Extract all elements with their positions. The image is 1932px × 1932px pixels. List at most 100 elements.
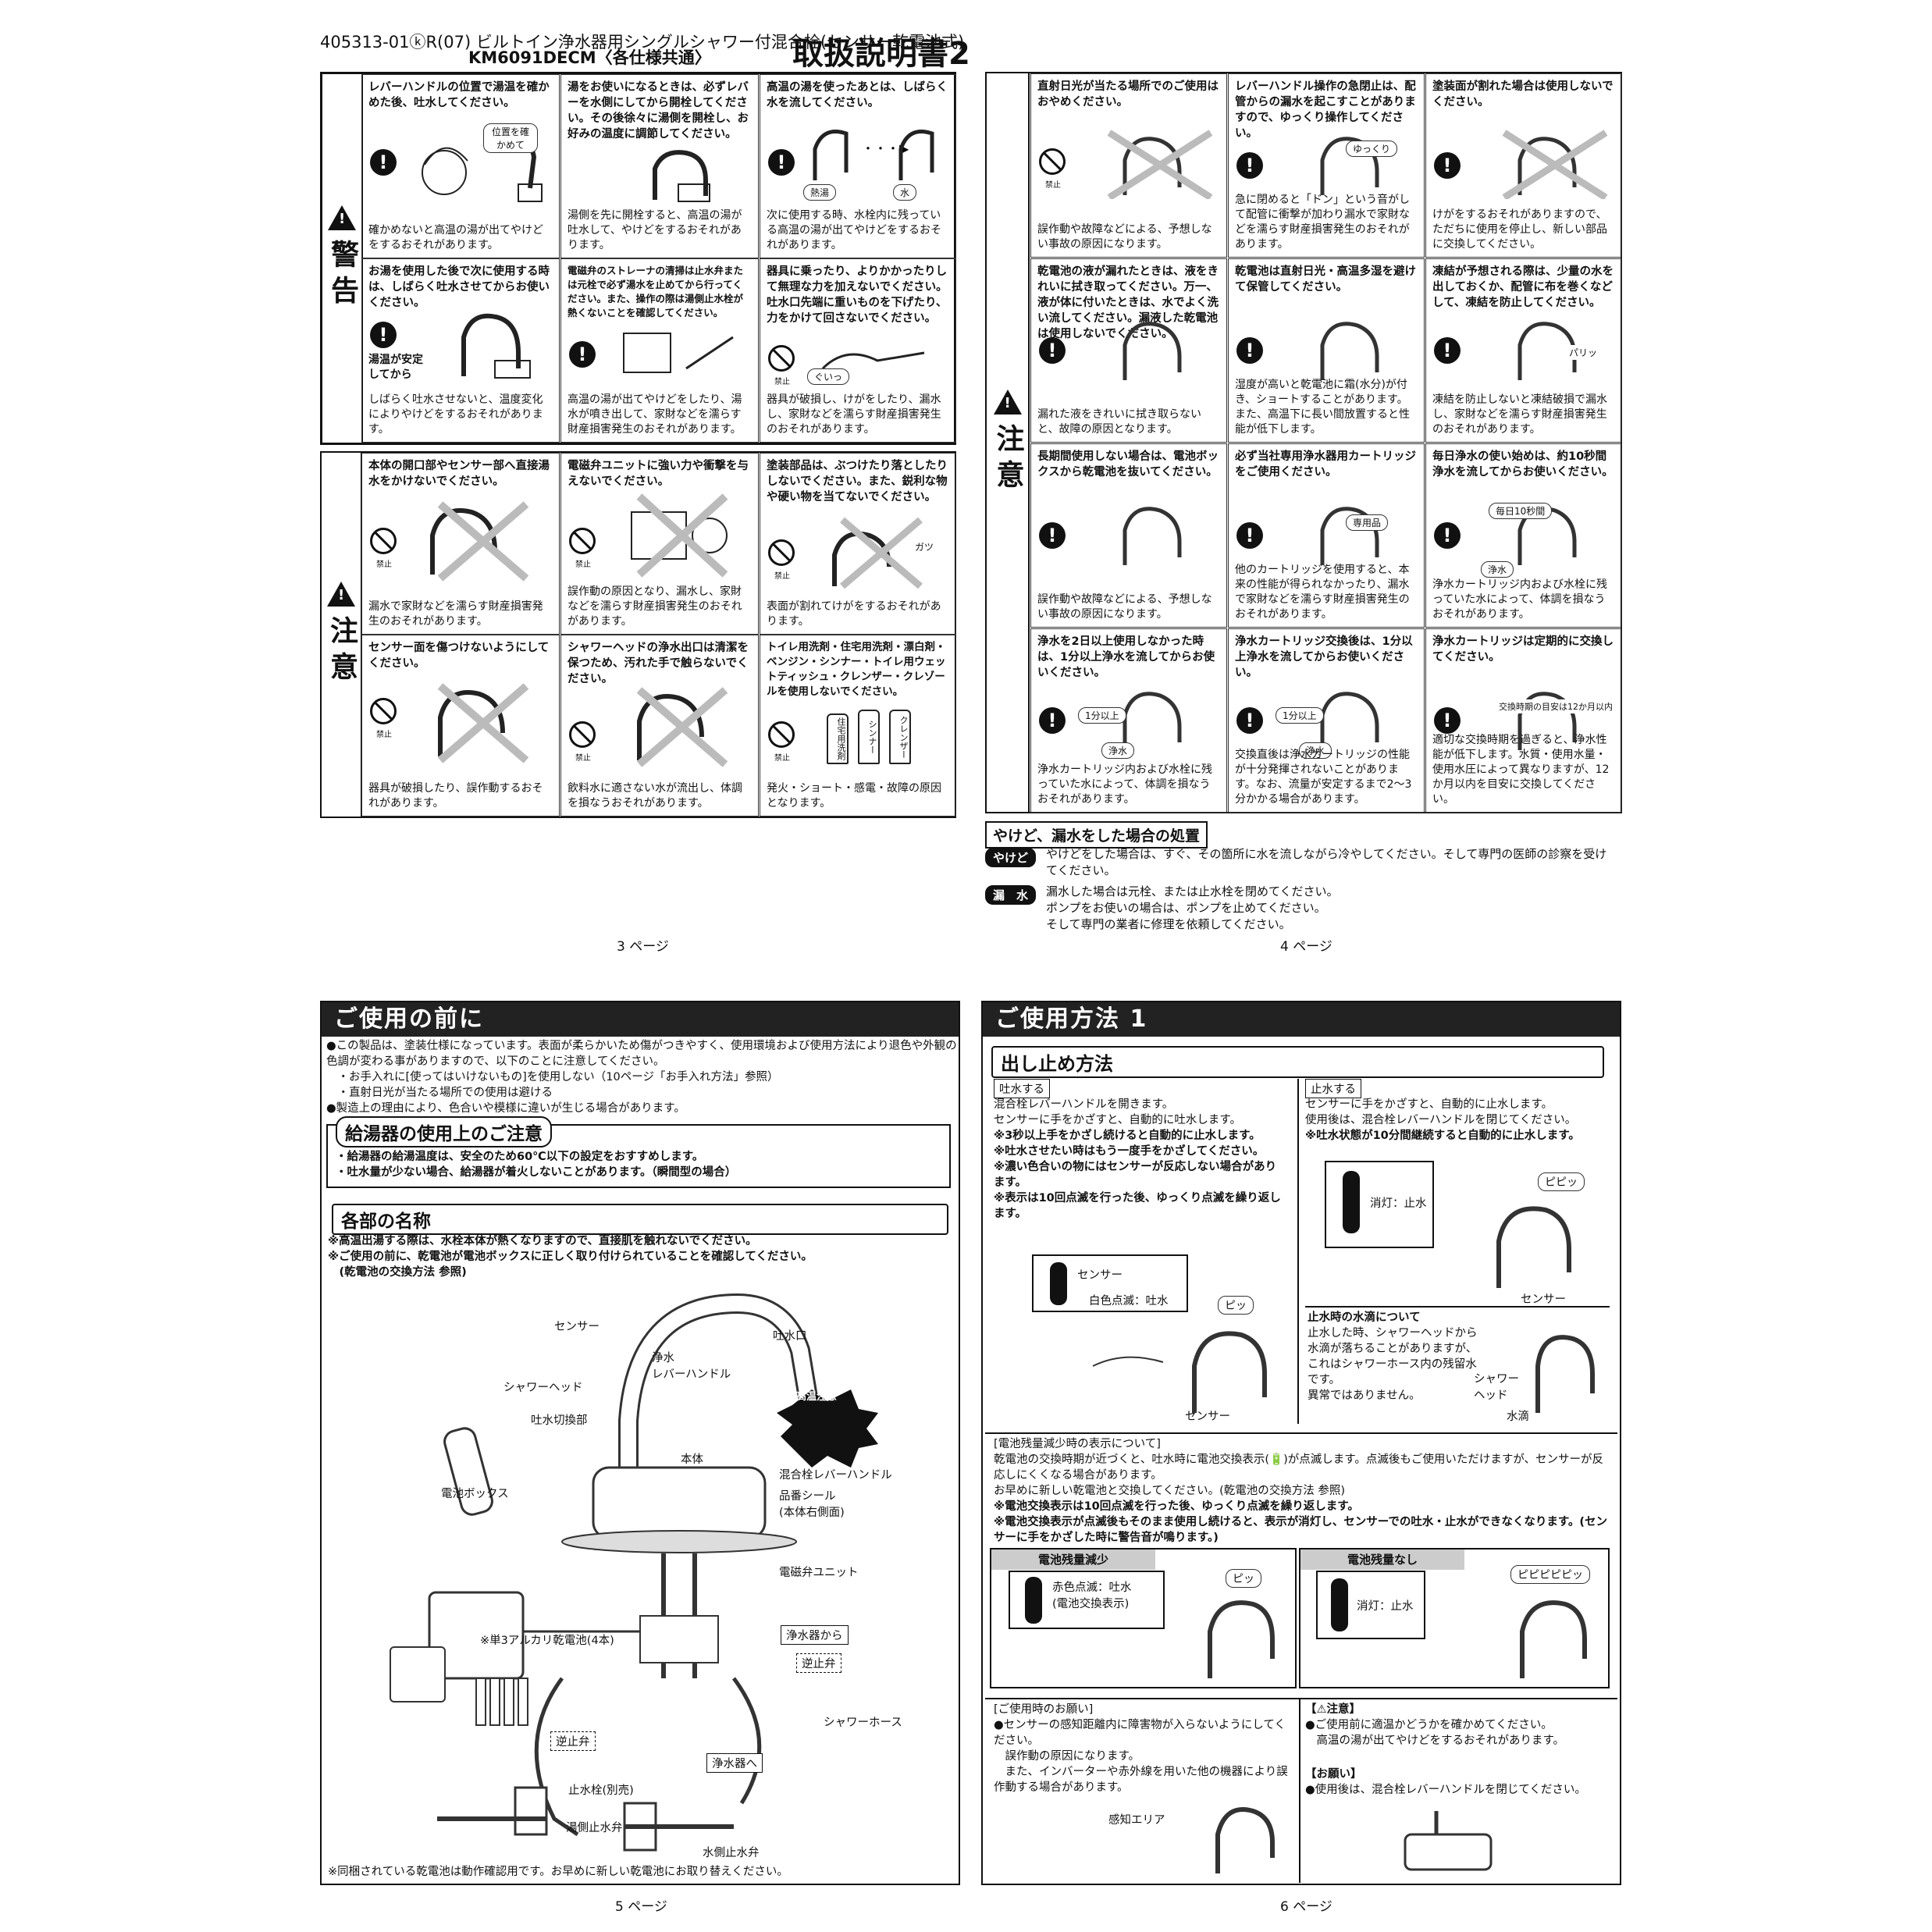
p4-caution-cell-11: 浄水カートリッジ交換後は、1分以上浄水を流してからお使いください。!1分以上浄水…	[1228, 628, 1425, 813]
column-divider	[1297, 1079, 1299, 1424]
request-text-2: ●使用後は、混合栓レバーハンドルを閉じてください。	[1305, 1784, 1586, 1796]
battery-low-panel	[990, 1548, 1297, 1688]
label-battery: ※単3アルカリ乾電池(4本)	[480, 1635, 614, 1647]
cell-title: 乾電池は直射日光・高温多湿を避けて保管してください。	[1235, 265, 1416, 294]
cell-illustration	[1320, 322, 1379, 380]
cell-title: 浄水カートリッジは定期的に交換してください。	[1432, 635, 1614, 664]
crossed-valve-illustration	[631, 493, 728, 578]
prohibited-icon	[569, 721, 596, 748]
p3-warning-cell-6: 器具に乗ったり、よりかかったりして無理な力を加えないでください。吐水口先端に重い…	[760, 258, 956, 443]
cell-body: 浄水カートリッジ内および水栓に残っていた水によって、体調を損なうおそれがあります…	[1432, 578, 1607, 621]
request-text: ●センサーの感知距離内に障害物が入らないようにしてください。 誤作動の原因になり…	[994, 1719, 1288, 1794]
cell-title: 直射日光が当たる場所でのご使用はおやめください。	[1037, 80, 1219, 109]
exclamation-icon: !	[1236, 337, 1263, 364]
red-blink-label: 赤色点滅：吐水 (電池交換表示)	[1052, 1582, 1132, 1610]
cell-mid-text: 湯温が安定してから	[368, 354, 423, 381]
label-body: 本体	[681, 1453, 703, 1466]
detection-area-label: 感知エリア	[1108, 1814, 1165, 1827]
cell-title: 塗装面が割れた場合は使用しないでください。	[1432, 80, 1614, 109]
exclamation-icon: !	[1236, 152, 1263, 179]
cell-tag: 1分以上	[1276, 707, 1324, 724]
cell-body: しばらく吐水させないと、温度変化によりやけどをするおそれがあります。	[368, 393, 543, 436]
p4-caution-cell-3: 塗装面が割れた場合は使用しないでください。!けがをするおそれがありますので、ただ…	[1425, 73, 1622, 258]
leak-text: 漏水した場合は元栓、または止水栓を閉めてください。 ポンプをお使いの場合は、ポン…	[1046, 884, 1339, 931]
cell-title: トイレ用洗剤・住宅用洗剤・漂白剤・ベンジン・シンナー・トイレ用ウェットティッシュ…	[767, 641, 946, 698]
valve-unit-illustration	[623, 333, 734, 373]
stop-heading: 止水する	[1305, 1079, 1361, 1098]
crossed-faucet-illustration	[430, 501, 529, 582]
label-sensor: センサー	[554, 1321, 600, 1333]
exclamation-icon: !	[1039, 522, 1066, 549]
p3-warning-cell-1: レバーハンドルの位置で湯温を確かめた後、吐水してください。 ! 位置を確かめて …	[361, 74, 560, 258]
cell-title: 毎日浄水の使い始めは、約10秒間浄水を流してからお使いください。	[1432, 450, 1614, 479]
battery-notes: ※電池交換表示は10回点滅を行った後、ゆっくり点滅を繰り返します。 ※電池交換表…	[994, 1500, 1608, 1544]
prohibited-icon	[768, 539, 795, 566]
low-pi-tag: ピッ	[1226, 1569, 1261, 1588]
p3-caution-cell-6: トイレ用洗剤・住宅用洗剤・漂白剤・ベンジン・シンナー・トイレ用ウェットティッシュ…	[760, 635, 956, 817]
warning-side: 警告	[322, 74, 363, 443]
p3-caution-cell-1: 本体の開口部やセンサー部へ直接湯水をかけないでください。 禁止 漏水で家財などを…	[361, 453, 560, 635]
label-hot-stop: 湯側止水弁	[566, 1822, 623, 1834]
two-faucet-illustration: ・・・▶	[813, 130, 934, 180]
footer-divider	[985, 1698, 1617, 1699]
p3-warning-cell-4: お湯を使用した後で次に使用する時は、しばらく吐水させてからお使いください。 ! …	[361, 258, 560, 443]
emergency-heading: やけど、漏水をした場合の処置	[985, 821, 1208, 849]
white-blink-label: 白色点滅：吐水	[1089, 1295, 1169, 1308]
cell-title: レバーハンドルの位置で湯温を確かめた後、吐水してください。	[368, 81, 550, 109]
cell-title: 浄水を2日以上使用しなかった時は、1分以上浄水を流してからお使いください。	[1037, 635, 1215, 679]
bottle-label: 住宅用洗剤	[836, 717, 846, 760]
p3-caution-cell-5: シャワーヘッドの浄水出口は清潔を保つため、汚れた手で触らないでください。 禁止 …	[560, 635, 759, 817]
cell-body: 湿度が高いと乾電池に霜(水分)が付き、ショートすることがあります。また、高温下に…	[1235, 379, 1410, 436]
drip-label: 水滴	[1507, 1411, 1529, 1423]
battery-none-panel	[1299, 1548, 1610, 1688]
cell-tag: 位置を確かめて	[483, 123, 538, 153]
p4-caution-cell-9: 毎日浄水の使い始めは、約10秒間浄水を流してからお使いください。!毎日10秒間浄…	[1425, 443, 1622, 628]
heater-heading: 給湯器の使用上のご注意	[336, 1116, 552, 1147]
heater-text: ・給湯器の給湯温度は、安全のため60℃以下の設定をおすすめします。 ・吐水量が少…	[336, 1151, 737, 1179]
hot-water-tag: 熱湯	[803, 184, 837, 201]
exclamation-icon: !	[1039, 337, 1066, 364]
stop-text: センサーに手をかざすと、自動的に止水します。 使用後は、混合栓レバーハンドルを閉…	[1305, 1098, 1577, 1126]
stop-faucet-illustration	[1496, 1206, 1571, 1288]
cell-title: レバーハンドル操作の急閉止は、配管からの漏水を起こすことがありますので、ゆっくり…	[1235, 80, 1416, 140]
caution-text: ●ご使用前に適温かどうかを確かめてください。 高温の湯が出てやけどをするおそれが…	[1305, 1719, 1565, 1747]
cell-body: 発火・ショート・感電・故障の原因となります。	[767, 782, 941, 809]
caution-label: 注意	[991, 424, 1024, 496]
page4-caution-panel: 注意	[985, 72, 1622, 813]
pipi-sound-tag: ピピッ	[1538, 1172, 1585, 1191]
label-seal: 品番シール (本体右側面)	[779, 1490, 845, 1519]
p4-caution-cell-8: 必ず当社専用浄水器用カートリッジをご使用ください。!専用品他のカートリッジを使用…	[1228, 443, 1425, 628]
label-spout: 吐水口	[773, 1330, 807, 1343]
cell-body: 急に閉めると「ドン」という音がして配管に衝撃が加わり漏水で家財などを濡らす財産損…	[1235, 194, 1410, 251]
label-shower-head: シャワーヘッド	[503, 1382, 583, 1394]
cell-illustration	[1517, 507, 1577, 565]
p4-caution-cell-10: 浄水を2日以上使用しなかった時は、1分以上浄水を流してからお使いください。!1分…	[1030, 628, 1227, 813]
page6-section: ご使用方法 1	[981, 1001, 1621, 1885]
drip-text: 止水した時、シャワーヘッドから水滴が落ちることがありますが、これはシャワーホース…	[1308, 1327, 1478, 1402]
battery-none-display	[1316, 1571, 1425, 1639]
cell-body: 交換直後は浄水カートリッジの性能が十分発揮されないことがあります。なお、流量が安…	[1235, 749, 1412, 806]
cell-title: 器具に乗ったり、よりかかったりして無理な力を加えないでください。吐水口先端に重い…	[767, 265, 948, 325]
cell-title: 凍結が予想される際は、少量の水を出しておくか、配管に布を巻くなどして、凍結を防止…	[1432, 265, 1614, 309]
page4-number: 4 ページ	[1280, 939, 1332, 955]
none-off-label: 消灯：止水	[1357, 1600, 1414, 1613]
cell-body: 浄水カートリッジ内および水栓に残っていた水によって、体調を損なうおそれがあります…	[1037, 763, 1212, 806]
p4-caution-cell-12: 浄水カートリッジは定期的に交換してください。!交換時期の目安は12か月以内適切な…	[1425, 628, 1622, 813]
label-water-stop: 水側止水弁	[703, 1847, 760, 1859]
off-label: 消灯：止水	[1370, 1197, 1427, 1210]
discharge-notes: ※3秒以上手をかざし続けると自動的に止水します。 ※吐水させたい時はもう一度手を…	[994, 1130, 1281, 1220]
parts-note: ※高温出湯する際は、水栓本体が熱くなりますので、直接肌を触れないでください。 ※…	[328, 1235, 813, 1279]
svg-text:・・・▶: ・・・▶	[862, 141, 909, 156]
p4-caution-cell-2: レバーハンドル操作の急閉止は、配管からの漏水を起こすことがありますので、ゆっくり…	[1228, 73, 1425, 258]
exclamation-icon: !	[1236, 522, 1263, 549]
discharge-text: 混合栓レバーハンドルを開きます。 センサーに手をかざすと、自動的に吐水します。	[994, 1098, 1241, 1126]
hand-pushing-illustration	[821, 351, 925, 370]
p4-caution-cell-6: 凍結が予想される際は、少量の水を出しておくか、配管に布を巻くなどして、凍結を防止…	[1425, 258, 1622, 443]
page5-section: ご使用の前に	[320, 1001, 960, 1885]
bottle-label: クレンザー	[898, 715, 909, 759]
bottle-3: クレンザー	[889, 710, 911, 764]
prohibited-label: 禁止	[376, 560, 392, 569]
page6-title: ご使用方法 1	[983, 1002, 1620, 1037]
p3-warning-cell-5: 電磁弁のストレーナの清掃は止水弁または元栓で必ず湯水を止めてから行ってください。…	[560, 258, 759, 443]
battery-low-heading: 電池残量減少	[991, 1550, 1155, 1570]
